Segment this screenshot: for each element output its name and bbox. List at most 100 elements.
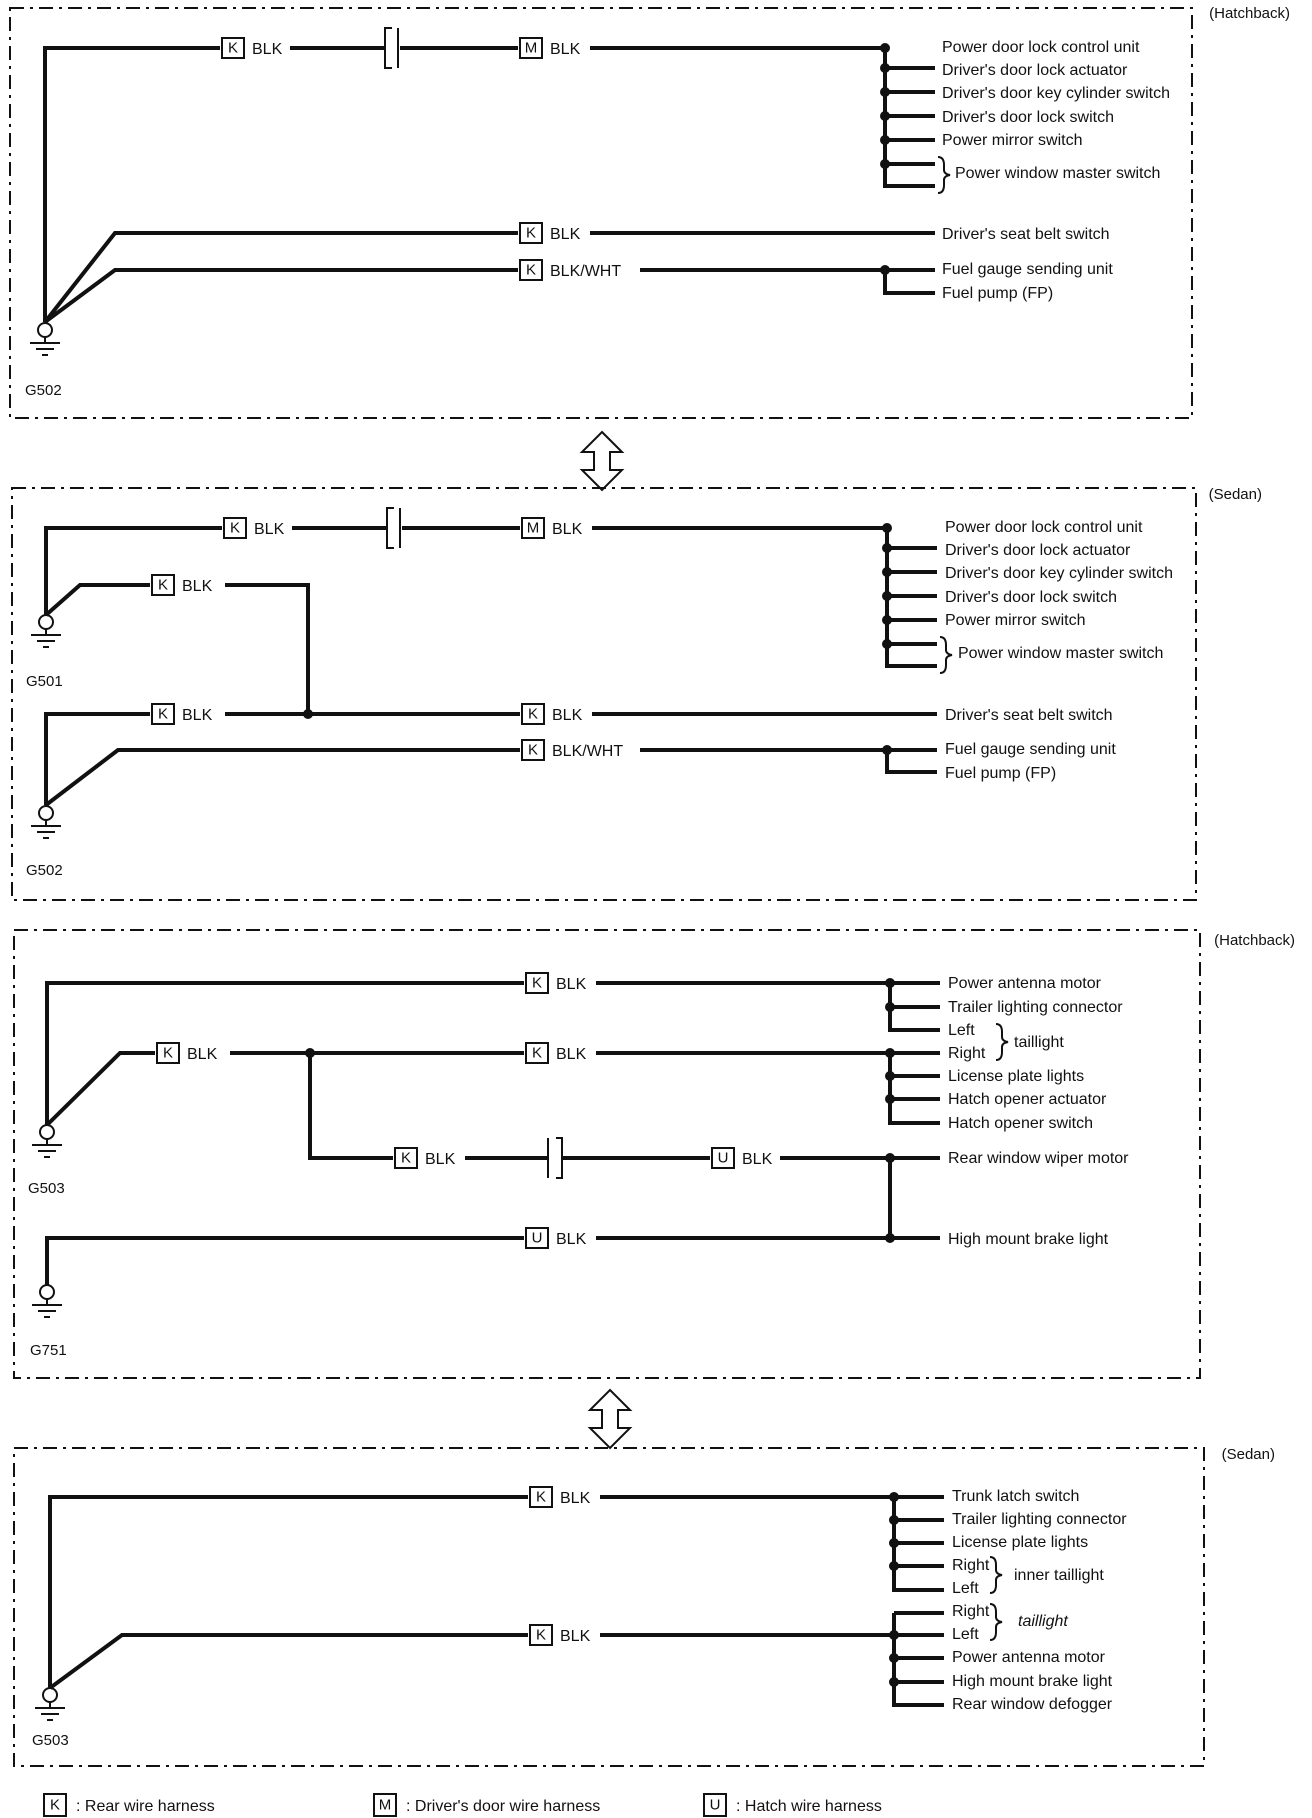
harness-code: K (536, 1627, 546, 1644)
bus (888, 983, 940, 1032)
bus (888, 1053, 940, 1125)
legend-label: : Driver's door wire harness (406, 1798, 600, 1815)
panel-frame (11, 487, 1197, 901)
ground-label: G501 (26, 673, 63, 690)
component-label: Driver's door lock switch (945, 589, 1117, 606)
ground-label: G751 (30, 1342, 67, 1359)
variant-label: (Hatchback) (1209, 5, 1290, 22)
component-label: High mount brake light (948, 1231, 1109, 1248)
ground-icon (32, 1284, 62, 1318)
component-label: Left (952, 1626, 979, 1643)
wire-label: BLK (252, 41, 283, 58)
component-label: Driver's door key cylinder switch (942, 85, 1170, 102)
harness-code: K (230, 520, 240, 537)
harness-code: K (163, 1045, 173, 1062)
wire (225, 583, 310, 714)
wire (308, 1053, 393, 1160)
component-label: Right (948, 1045, 986, 1062)
component-label: Power window master switch (955, 165, 1160, 182)
wire (45, 981, 524, 1125)
component-label: Trunk latch switch (952, 1488, 1079, 1505)
wire-label: BLK (556, 976, 587, 993)
brace-icon (937, 156, 951, 194)
bus (883, 270, 935, 295)
ground-icon (31, 805, 61, 839)
component-label: High mount brake light (952, 1673, 1113, 1690)
wire-label: BLK (560, 1490, 591, 1507)
component-label: Fuel gauge sending unit (945, 741, 1116, 758)
wire-label: BLK (187, 1046, 218, 1063)
component-label: Fuel pump (FP) (942, 285, 1053, 302)
wire (43, 231, 518, 324)
wire-label: BLK (556, 1231, 587, 1248)
wire-label: BLK (182, 578, 213, 595)
group-label: taillight (1018, 1613, 1068, 1630)
harness-code: K (532, 975, 542, 992)
component-label: Power door lock control unit (945, 519, 1143, 536)
component-label: Driver's seat belt switch (945, 707, 1113, 724)
wire (45, 1051, 155, 1127)
component-label: License plate lights (948, 1068, 1084, 1085)
wire-label: BLK (254, 521, 285, 538)
ground-icon (35, 1687, 65, 1721)
harness-code: K (158, 577, 168, 594)
component-label: Power window master switch (958, 645, 1163, 662)
wire (45, 1236, 524, 1285)
panel-frame (13, 929, 1201, 1379)
harness-code: K (526, 262, 536, 279)
wire-label: BLK/WHT (550, 263, 621, 280)
component-label: License plate lights (952, 1534, 1088, 1551)
legend-code: K (50, 1797, 60, 1814)
harness-code: K (536, 1489, 546, 1506)
wire (43, 46, 220, 322)
component-label: Driver's door key cylinder switch (945, 565, 1173, 582)
harness-code: K (528, 706, 538, 723)
legend-code: U (710, 1797, 721, 1814)
legend-code: M (379, 1797, 392, 1814)
component-label: Hatch opener switch (948, 1115, 1093, 1132)
variant-label: (Sedan) (1209, 486, 1262, 503)
ground-label: G503 (28, 1180, 65, 1197)
brace-icon (995, 1023, 1009, 1061)
variant-label: (Sedan) (1222, 1446, 1275, 1463)
component-label: Power mirror switch (942, 132, 1082, 149)
wire-label: BLK (560, 1628, 591, 1645)
harness-code: M (527, 520, 540, 537)
component-label: Power antenna motor (952, 1649, 1106, 1666)
wire-label: BLK (425, 1151, 456, 1168)
wire (44, 748, 520, 807)
bus (892, 1613, 944, 1707)
ground-label: G503 (32, 1732, 69, 1749)
brace-icon (989, 1556, 1003, 1594)
wire-label: BLK (550, 226, 581, 243)
component-label: Power antenna motor (948, 975, 1102, 992)
harness-code: K (532, 1045, 542, 1062)
group-label: taillight (1014, 1034, 1064, 1051)
component-label: Driver's door lock actuator (945, 542, 1131, 559)
panel-frame (9, 7, 1193, 419)
component-label: Rear window wiper motor (948, 1150, 1129, 1167)
panel-sedan-2: (Sedan) G503 K BLK K BLK Trunk latch swi… (13, 1446, 1275, 1767)
harness-code: K (526, 225, 536, 242)
wire (44, 712, 150, 805)
double-arrow-icon (587, 1388, 633, 1450)
harness-code: K (528, 742, 538, 759)
harness-code: M (525, 40, 538, 57)
component-label: Rear window defogger (952, 1696, 1113, 1713)
component-label: Hatch opener actuator (948, 1091, 1107, 1108)
component-label: Left (948, 1022, 975, 1039)
ground-label: G502 (25, 382, 62, 399)
harness-code: U (532, 1230, 543, 1247)
component-label: Trailer lighting connector (952, 1511, 1127, 1528)
ground-icon (31, 614, 61, 648)
connector-icon (547, 1137, 563, 1179)
component-label: Driver's seat belt switch (942, 226, 1110, 243)
connector-icon (386, 507, 401, 549)
wire-label: BLK (742, 1151, 773, 1168)
component-label: Right (952, 1603, 990, 1620)
wire (48, 1495, 528, 1688)
double-arrow-icon (579, 430, 625, 492)
wire (48, 1633, 528, 1690)
component-label: Fuel pump (FP) (945, 765, 1056, 782)
wire-label: BLK (552, 521, 583, 538)
